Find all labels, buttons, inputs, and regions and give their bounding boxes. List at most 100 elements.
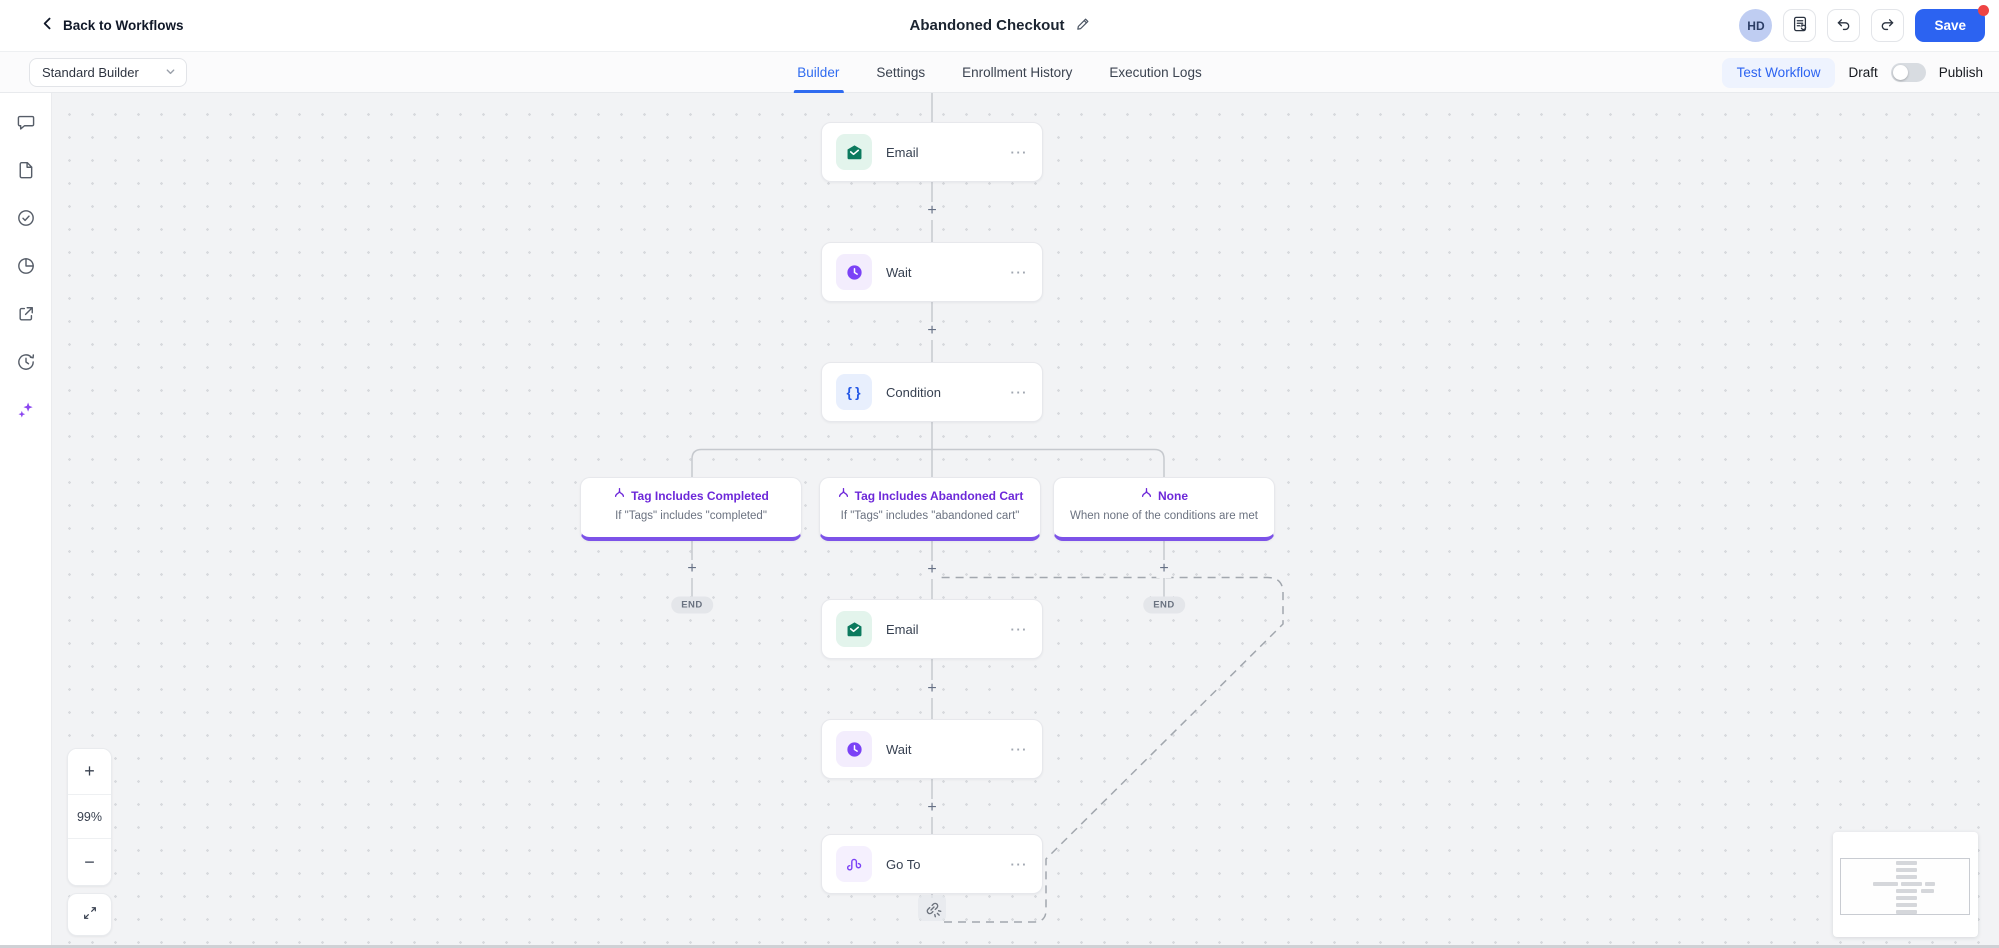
history-clock-icon (16, 352, 36, 375)
builder-mode-select[interactable]: Standard Builder (29, 58, 187, 87)
node-label: Wait (886, 264, 912, 280)
zoom-in-button[interactable]: + (68, 749, 111, 795)
page-title: Abandoned Checkout (909, 17, 1065, 34)
save-label: Save (1934, 18, 1966, 33)
workflow-state-controls: Test Workflow Draft Publish (1721, 52, 1983, 93)
node-go-to[interactable]: Go To ··· (821, 834, 1043, 894)
document-icon (16, 160, 36, 183)
test-workflow-button[interactable]: Test Workflow (1721, 57, 1836, 88)
workflow-canvas[interactable]: + + + + + + + END END Email ··· Wait ··· (52, 93, 1999, 948)
document-history-icon (1791, 15, 1809, 36)
branch-subtitle: If "Tags" includes "abandoned cart" (840, 510, 1020, 522)
fit-view-button[interactable] (67, 893, 112, 936)
tab-settings[interactable]: Settings (876, 65, 926, 80)
branch-title: Tag Includes Abandoned Cart (854, 489, 1024, 503)
email-icon (836, 134, 872, 170)
redo-button[interactable] (1871, 9, 1905, 42)
history-panel-button[interactable] (14, 351, 38, 375)
add-step-button[interactable]: + (924, 202, 940, 220)
node-email-2[interactable]: Email ··· (821, 599, 1043, 659)
tab-execution-logs[interactable]: Execution Logs (1109, 65, 1202, 80)
node-menu-button[interactable]: ··· (1010, 856, 1028, 872)
branch-subtitle: If "Tags" includes "completed" (615, 510, 767, 522)
node-label: Email (886, 621, 919, 637)
add-step-button[interactable]: + (924, 322, 940, 340)
goto-link-icon[interactable] (918, 895, 946, 921)
builder-tabs: Builder Settings Enrollment History Exec… (793, 52, 1202, 93)
wait-clock-icon (836, 254, 872, 290)
comment-icon (16, 112, 36, 135)
pie-chart-icon (16, 256, 36, 279)
documents-panel-button[interactable] (14, 159, 38, 183)
add-step-button[interactable]: + (924, 561, 940, 579)
tasks-panel-button[interactable] (14, 207, 38, 231)
tab-enrollment-history[interactable]: Enrollment History (962, 65, 1073, 80)
topbar-actions: HD (1739, 5, 1989, 42)
node-menu-button[interactable]: ··· (1010, 264, 1028, 280)
branch-title: None (1158, 489, 1188, 503)
end-badge: END (1143, 596, 1185, 614)
node-label: Condition (886, 384, 941, 400)
go-to-icon (836, 846, 872, 882)
branch-none[interactable]: None When none of the conditions are met (1053, 477, 1275, 541)
zoom-out-button[interactable]: − (68, 839, 111, 885)
node-menu-button[interactable]: ··· (1010, 741, 1028, 757)
node-wait-2[interactable]: Wait ··· (821, 719, 1043, 779)
edit-title-button[interactable] (1075, 17, 1090, 35)
minimap[interactable] (1833, 832, 1978, 937)
unsaved-changes-badge (1978, 5, 1989, 16)
branch-subtitle: When none of the conditions are met (1070, 510, 1258, 522)
add-step-button[interactable]: + (924, 680, 940, 698)
branch-split-icon (837, 487, 850, 505)
node-wait-1[interactable]: Wait ··· (821, 242, 1043, 302)
avatar[interactable]: HD (1739, 9, 1773, 42)
add-step-button[interactable]: + (684, 560, 700, 578)
branch-split-icon (613, 487, 626, 505)
publish-toggle[interactable] (1890, 63, 1926, 82)
end-badge: END (671, 596, 713, 614)
node-condition[interactable]: { } Condition ··· (821, 362, 1043, 422)
node-menu-button[interactable]: ··· (1010, 621, 1028, 637)
workflow-notes-button[interactable] (1783, 9, 1817, 42)
branch-tag-includes-completed[interactable]: Tag Includes Completed If "Tags" include… (580, 477, 802, 541)
condition-braces-icon: { } (836, 374, 872, 410)
expand-icon (82, 905, 98, 924)
back-label: Back to Workflows (63, 18, 184, 33)
stats-panel-button[interactable] (14, 255, 38, 279)
window-bottom-edge (0, 945, 1999, 948)
node-menu-button[interactable]: ··· (1010, 384, 1028, 400)
ai-assistant-button[interactable] (14, 399, 38, 423)
pencil-icon (1075, 17, 1090, 35)
zoom-level: 99% (68, 795, 111, 839)
node-label: Go To (886, 856, 921, 872)
builder-mode-value: Standard Builder (42, 65, 139, 80)
title-group: Abandoned Checkout (909, 17, 1089, 35)
redo-icon (1879, 16, 1896, 36)
node-menu-button[interactable]: ··· (1010, 144, 1028, 160)
node-email-1[interactable]: Email ··· (821, 122, 1043, 182)
chevron-down-icon (165, 65, 176, 80)
node-label: Email (886, 144, 919, 160)
check-circle-icon (16, 208, 36, 231)
back-chevron-icon (40, 16, 55, 36)
branch-title: Tag Includes Completed (631, 489, 769, 503)
back-to-workflows-button[interactable]: Back to Workflows (40, 16, 184, 36)
zoom-panel: + 99% − (67, 748, 112, 886)
node-label: Wait (886, 741, 912, 757)
tab-bar: Standard Builder Builder Settings Enroll… (0, 52, 1999, 93)
publish-label: Publish (1938, 65, 1983, 80)
add-step-button[interactable]: + (1156, 560, 1172, 578)
comments-panel-button[interactable] (14, 111, 38, 135)
left-icon-rail (0, 93, 52, 948)
ai-sparkles-icon (16, 400, 36, 423)
add-step-button[interactable]: + (924, 799, 940, 817)
external-link-button[interactable] (14, 303, 38, 327)
draft-label: Draft (1848, 65, 1878, 80)
publish-toggle-knob (1892, 65, 1908, 80)
tab-builder[interactable]: Builder (793, 52, 844, 93)
email-icon (836, 611, 872, 647)
save-button[interactable]: Save (1915, 5, 1989, 42)
undo-button[interactable] (1827, 9, 1861, 42)
branch-tag-includes-abandoned-cart[interactable]: Tag Includes Abandoned Cart If "Tags" in… (819, 477, 1041, 541)
